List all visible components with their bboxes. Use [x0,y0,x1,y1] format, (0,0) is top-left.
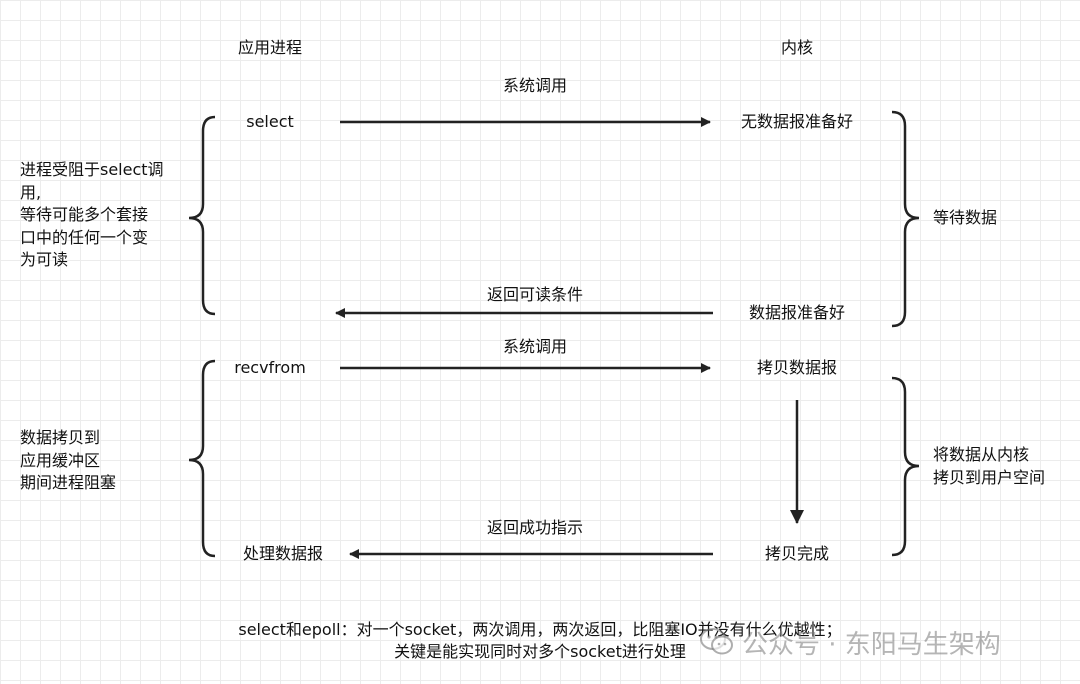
kernel-header: 内核 [780,38,814,57]
process-datagram: 处理数据报 [242,544,324,563]
watermark: 公众号 · 东阳马生架构 [700,624,1001,660]
copy-datagram: 拷贝数据报 [756,358,838,377]
return-success-label: 返回成功指示 [486,518,584,537]
copy-to-user-space-note: 将数据从内核 拷贝到用户空间 [933,444,1045,489]
syscall-label-1: 系统调用 [502,76,568,95]
wechat-icon [700,628,733,655]
copy-complete: 拷贝完成 [764,544,830,563]
note-line: 为可读 [20,250,69,269]
footer-line: 关键是能实现同时对多个socket进行处理 [394,642,686,661]
right-brace-wait [891,110,920,328]
note-line: 口中的任何一个变 [20,227,149,247]
wait-for-data-label: 等待数据 [933,208,998,227]
no-datagram-ready: 无数据报准备好 [740,112,854,131]
app-process-header: 应用进程 [237,38,303,57]
note-line: 等待可能多个套接 [20,205,149,224]
recvfrom-call: recvfrom [234,358,306,377]
note-line: 用, [20,182,42,202]
note-line: 数据拷贝到 [20,428,101,447]
note-line: 进程受阻于select调 [20,160,164,179]
footer-line: select和epoll：对一个socket，两次调用，两次返回，比阻塞IO并没… [238,620,842,639]
blocked-on-select-note: 进程受阻于select调 用, 等待可能多个套接 口中的任何一个变 为可读 [20,159,164,272]
note-line: 将数据从内核 [933,445,1030,464]
right-brace-copy [891,376,920,557]
note-line: 期间进程阻塞 [20,473,117,492]
return-readable-label: 返回可读条件 [486,285,584,304]
copy-blocked-note: 数据拷贝到 应用缓冲区 期间进程阻塞 [20,427,116,495]
left-brace-phase2 [188,359,216,558]
footer-summary: select和epoll：对一个socket，两次调用，两次返回，比阻塞IO并没… [238,619,841,663]
left-brace-phase1 [188,115,216,316]
datagram-ready: 数据报准备好 [748,303,846,322]
syscall-label-2: 系统调用 [502,337,568,356]
note-line: 拷贝到用户空间 [933,467,1046,487]
select-call: select [246,112,294,131]
watermark-text: 公众号 · 东阳马生架构 [742,629,1001,660]
note-line: 应用缓冲区 [20,450,101,470]
